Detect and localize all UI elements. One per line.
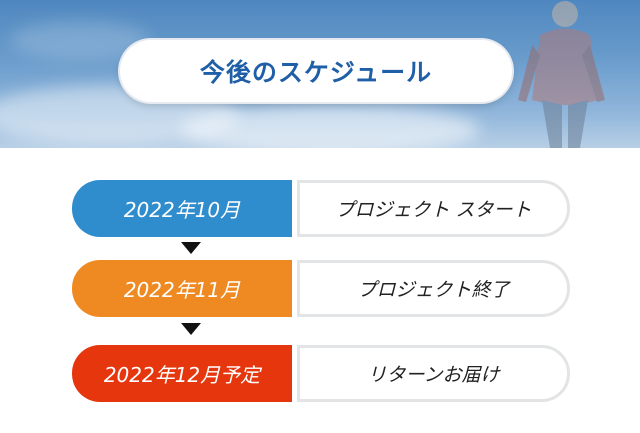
schedule-event: プロジェクト終了	[297, 260, 570, 317]
page-title: 今後のスケジュール	[199, 58, 433, 87]
down-arrow-icon	[181, 323, 201, 335]
schedule-row: 2022年10月 プロジェクト スタート	[72, 180, 570, 237]
down-arrow-icon	[181, 242, 201, 254]
schedule-date: 2022年10月	[72, 180, 292, 237]
schedule-row: 2022年11月 プロジェクト終了	[72, 260, 570, 317]
header-banner: 今後のスケジュール	[0, 0, 640, 148]
schedule-date: 2022年12月予定	[72, 345, 292, 402]
page-title-pill: 今後のスケジュール	[120, 40, 512, 102]
schedule-date: 2022年11月	[72, 260, 292, 317]
background-cloud	[180, 105, 480, 148]
schedule-row: 2022年12月予定 リターンお届け	[72, 345, 570, 402]
schedule-event: リターンお届け	[297, 345, 570, 402]
schedule-event: プロジェクト スタート	[297, 180, 570, 237]
climber-silhouette	[518, 1, 605, 148]
